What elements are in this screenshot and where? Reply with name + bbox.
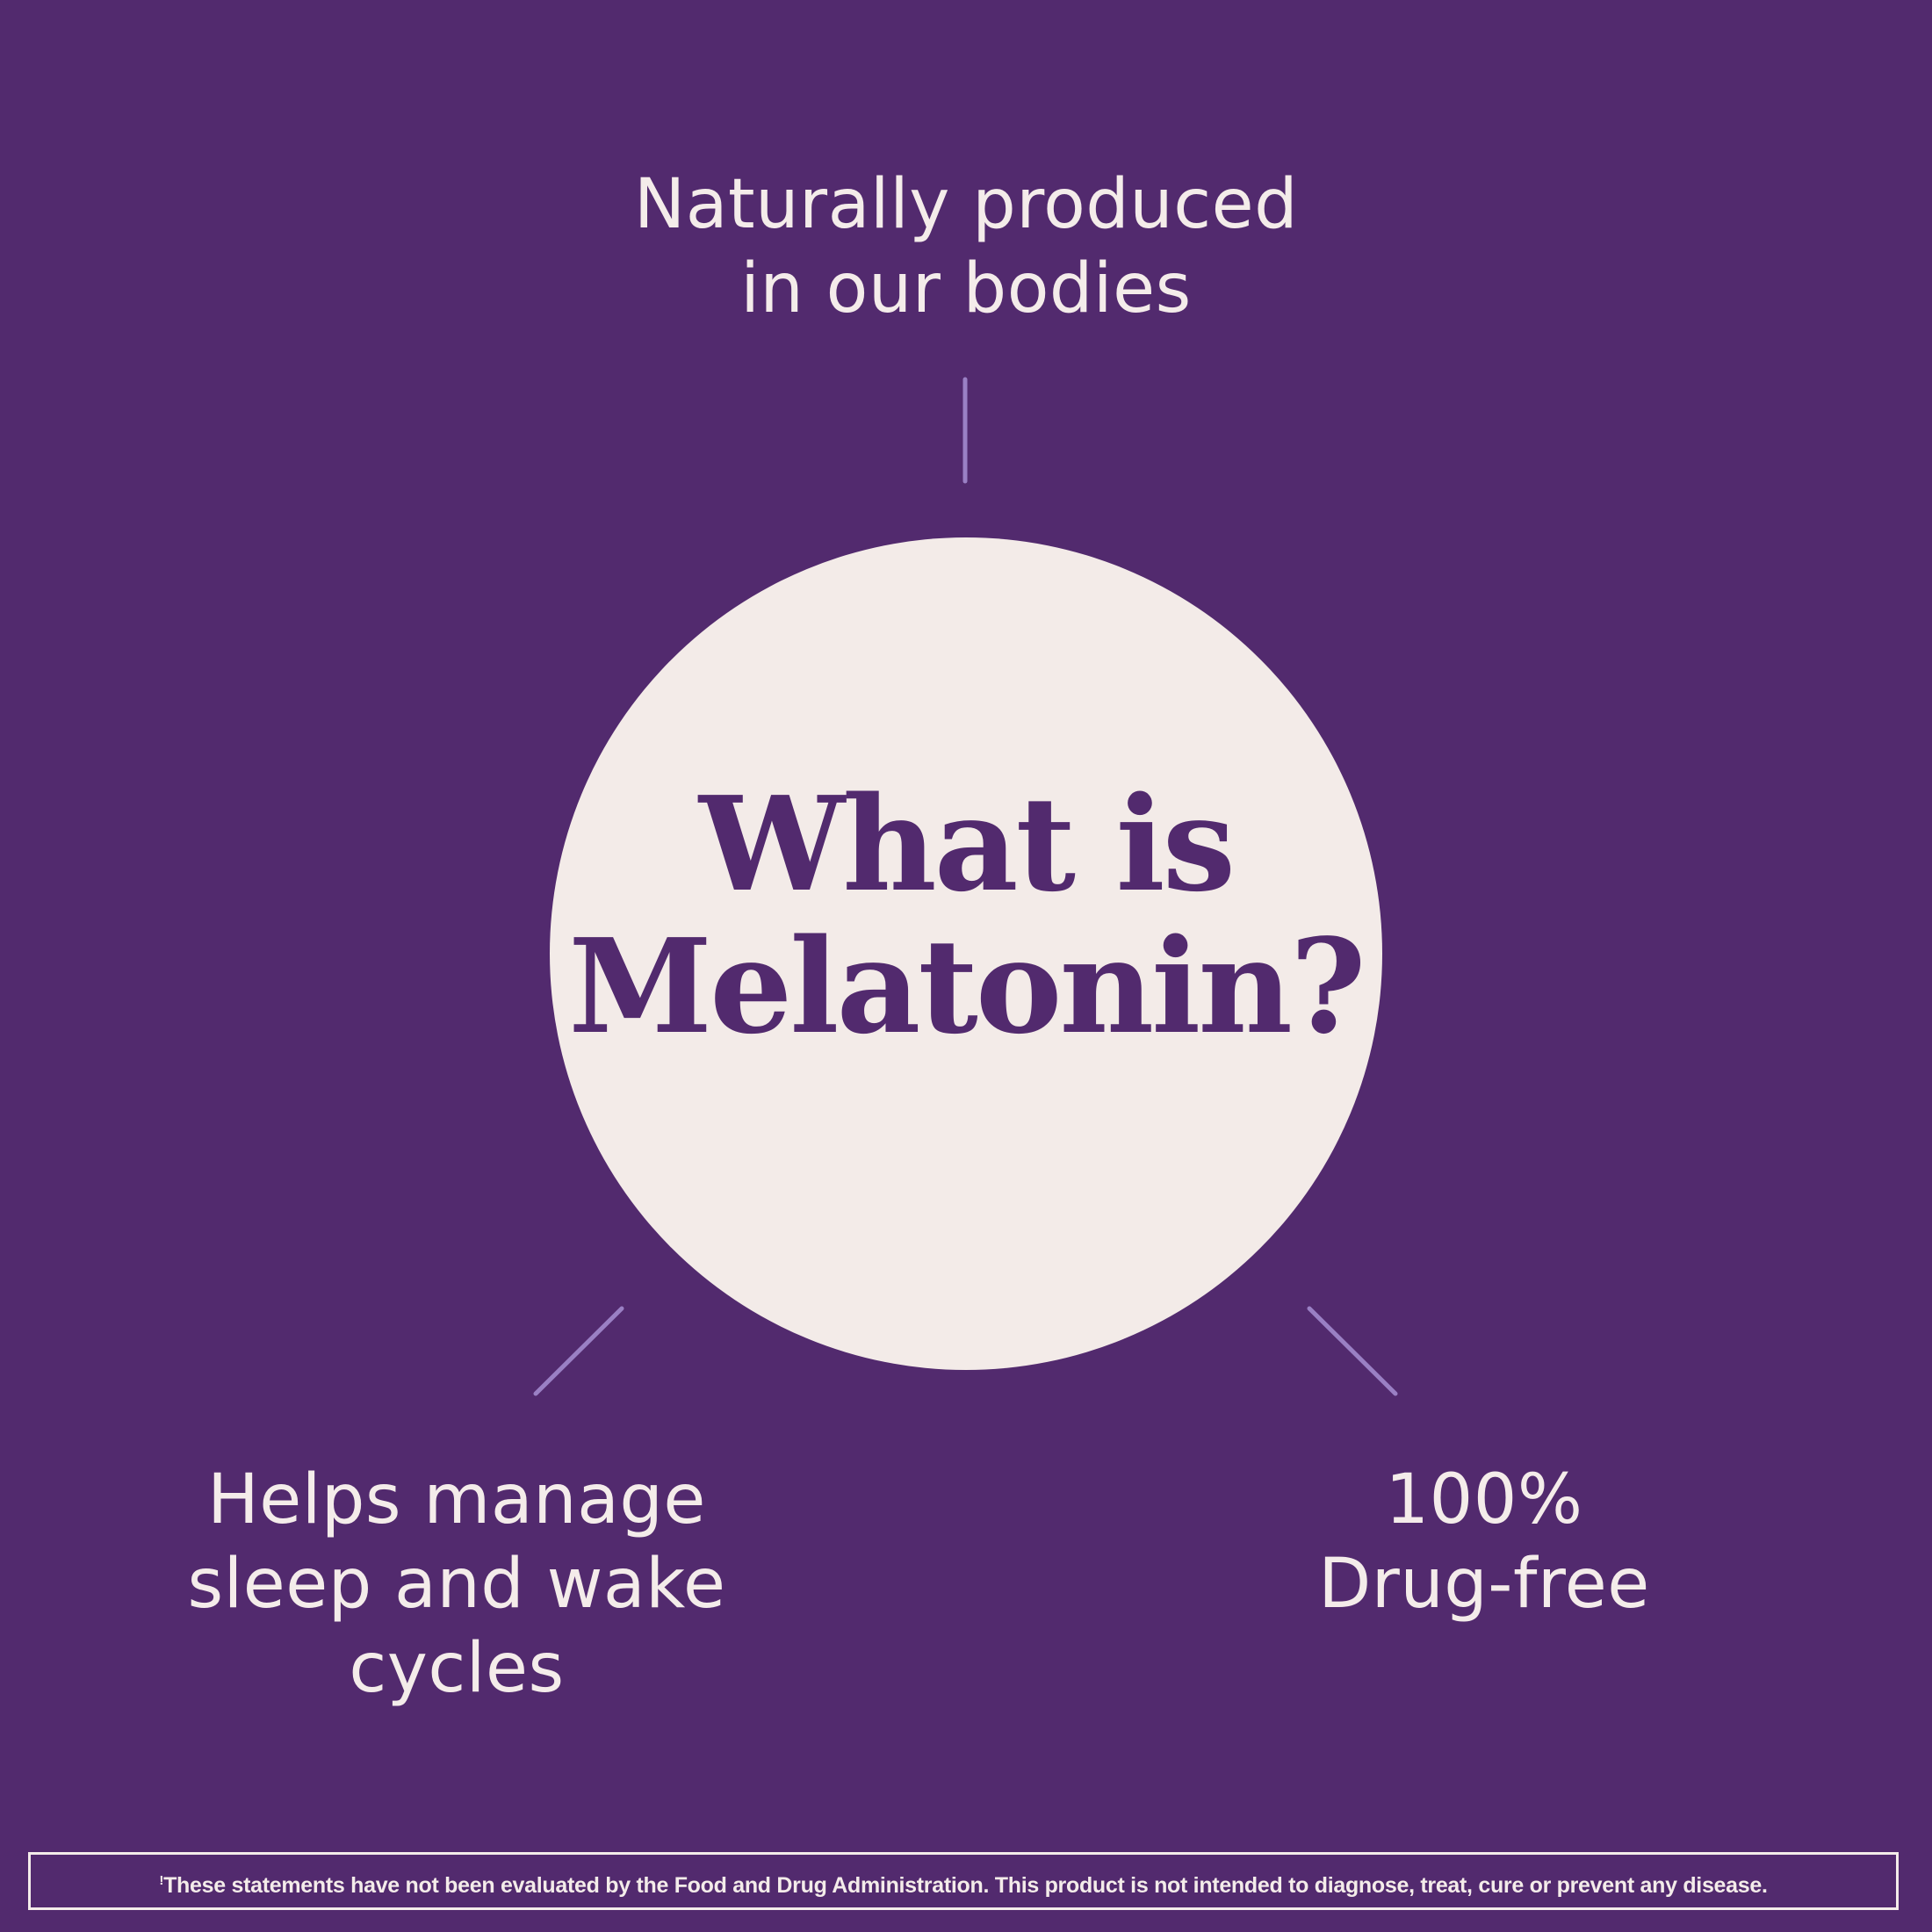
feature-top-line-2: in our bodies bbox=[740, 249, 1192, 328]
connector-right bbox=[1307, 1306, 1398, 1396]
feature-drug-free: 100% Drug-free bbox=[1221, 1458, 1748, 1626]
disclaimer-text: These statements have not been evaluated… bbox=[163, 1873, 1768, 1898]
connector-left bbox=[533, 1306, 624, 1396]
feature-right-line-1: 100% bbox=[1385, 1460, 1583, 1539]
main-heading: What is Melatonin? bbox=[550, 773, 1382, 1057]
feature-left-line-3: cycles bbox=[349, 1629, 565, 1708]
feature-left-line-1: Helps manage bbox=[207, 1460, 706, 1539]
heading-line-2: Melatonin? bbox=[568, 910, 1366, 1063]
feature-naturally-produced: Naturally produced in our bodies bbox=[527, 162, 1405, 331]
fda-disclaimer: !These statements have not been evaluate… bbox=[28, 1852, 1899, 1910]
heading-line-1: What is bbox=[698, 768, 1236, 920]
feature-right-line-2: Drug-free bbox=[1318, 1545, 1650, 1624]
feature-sleep-wake-cycles: Helps manage sleep and wake cycles bbox=[105, 1458, 808, 1711]
disclaimer-marker: ! bbox=[159, 1873, 164, 1888]
feature-left-line-2: sleep and wake bbox=[187, 1545, 726, 1624]
feature-top-line-1: Naturally produced bbox=[633, 165, 1299, 244]
center-circle bbox=[550, 537, 1382, 1370]
